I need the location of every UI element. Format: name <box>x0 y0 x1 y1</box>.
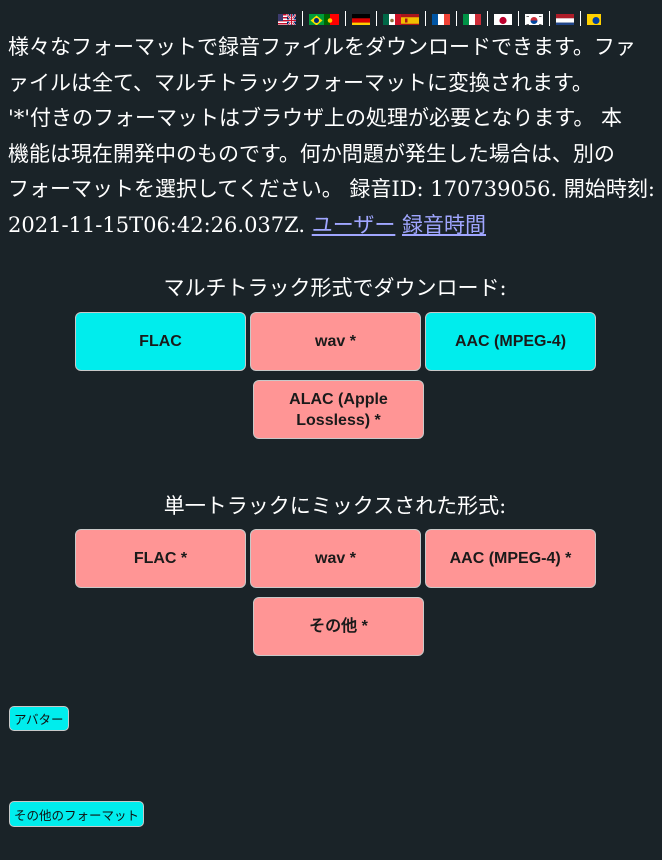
multitrack-flac-button[interactable]: FLAC <box>75 312 246 371</box>
mixed-heading: 単一トラックにミックスされた形式: <box>163 494 507 518</box>
partial-flag-icon[interactable] <box>587 12 601 25</box>
flag-separator <box>376 10 377 26</box>
it-flag-icon[interactable] <box>463 12 481 25</box>
recording-timestamp: 2021-11-15T06:42:26.037Z. <box>8 212 312 237</box>
mixed-flac-button[interactable]: FLAC * <box>75 529 246 588</box>
recording-time-link[interactable]: 録音時間 <box>402 212 487 237</box>
intro-line-last: 2021-11-15T06:42:26.037Z. ユーザー 録音時間 <box>8 208 662 244</box>
flag-separator <box>580 10 581 26</box>
flag-separator <box>425 10 426 26</box>
intro-line: ァイルは全て、マルチトラックフォーマットに変換されます。 <box>8 70 593 95</box>
avatar-button[interactable]: アバター <box>9 706 69 731</box>
multitrack-heading: マルチトラック形式でダウンロード: <box>163 276 507 300</box>
flag-separator <box>549 10 550 26</box>
intro-paragraph: 様々なフォーマットで録音ファイルをダウンロードできます。ファ ァイルは全て、マル… <box>8 30 662 243</box>
br-pt-flag-icon[interactable] <box>309 12 339 25</box>
intro-line: フォーマットを選択してください。 録音ID: 170739056. 開始時刻: <box>8 177 655 201</box>
user-link[interactable]: ユーザー <box>311 212 396 237</box>
jp-flag-icon[interactable] <box>494 12 512 25</box>
us-uk-flag-icon[interactable] <box>278 12 296 25</box>
mixed-wav-button[interactable]: wav * <box>250 529 421 588</box>
multitrack-wav-button[interactable]: wav * <box>250 312 421 371</box>
flag-separator <box>487 10 488 26</box>
intro-line: '*'付きのフォーマットはブラウザ上の処理が必要となります。 本 <box>8 106 622 130</box>
intro-line: 機能は現在開発中のものです。何か問題が発生した場合は、別の <box>8 141 615 166</box>
flag-separator <box>302 10 303 26</box>
kr-flag-icon[interactable] <box>525 12 543 25</box>
mixed-other-button[interactable]: その他 * <box>253 597 424 656</box>
multitrack-alac-button[interactable]: ALAC (Apple Lossless) * <box>253 380 424 439</box>
intro-line: 様々なフォーマットで録音ファイルをダウンロードできます。ファ <box>8 35 636 59</box>
flag-separator <box>345 10 346 26</box>
de-flag-icon[interactable] <box>352 12 370 25</box>
nl-flag-icon[interactable] <box>556 12 574 25</box>
other-formats-button[interactable]: その他のフォーマット <box>9 801 145 827</box>
mixed-aac-button[interactable]: AAC (MPEG-4) * <box>425 529 596 588</box>
flag-separator <box>456 10 457 26</box>
fr-flag-icon[interactable] <box>432 12 450 25</box>
mx-es-flag-icon[interactable] <box>383 12 419 25</box>
language-flags <box>278 9 601 27</box>
flag-separator <box>518 10 519 26</box>
multitrack-aac-button[interactable]: AAC (MPEG-4) <box>425 312 596 371</box>
